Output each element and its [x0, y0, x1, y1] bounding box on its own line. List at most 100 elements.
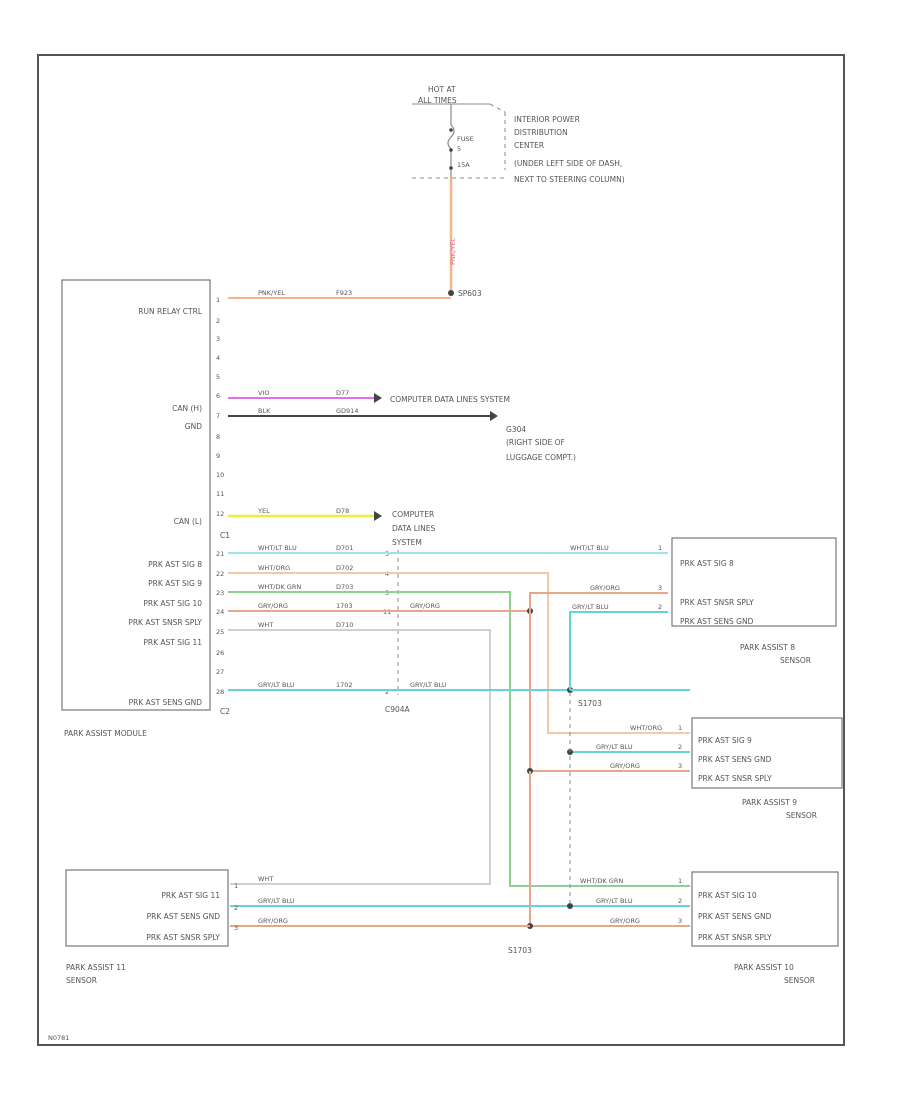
wire-circuit: D710	[336, 621, 353, 629]
all-times-label: ALL TIMES	[418, 96, 457, 105]
sensor-func-1: PRK AST SIG 8	[680, 559, 734, 568]
sensor-pin-3: 3	[234, 924, 238, 932]
wire-circuit: D77	[336, 389, 349, 397]
connector-c1: C1	[220, 531, 230, 540]
inline-connector-name: C904A	[385, 705, 411, 714]
sensor-func-1: PRK AST SIG 11	[161, 891, 220, 900]
wire-color-s8: GRY/ORG	[590, 584, 620, 592]
wire-circuit: GD914	[336, 407, 358, 415]
sensor-func-2: PRK AST SENS GND	[147, 912, 221, 921]
wire-color-s10: GRY/ORG	[610, 917, 640, 925]
park-assist-sensor-11: PRK AST SIG 11 PRK AST SENS GND PRK AST …	[65, 869, 238, 985]
ipdc-line-3: CENTER	[514, 141, 544, 150]
wire-color-right: WHT/ORG	[630, 724, 662, 732]
wire-color-mid: GRY/ORG	[410, 602, 440, 610]
wire-color: WHT/DK GRN	[258, 583, 301, 591]
module-pin-21: PRK AST SIG 8 21	[148, 550, 224, 569]
wire-color: WHT/ORG	[258, 564, 290, 572]
wire-sig8: WHT/LT BLU D701 WHT/LT BLU	[228, 544, 668, 554]
wire-supply: GRY/ORG 1703 GRY/ORG GRY/ORG GRY/ORG GRY…	[228, 584, 690, 929]
sensor-pin-1: 1	[658, 544, 662, 552]
wire-sense-gnd: GRY/LT BLU 1702 GRY/LT BLU GRY/LT BLU GR…	[228, 603, 690, 909]
pin-num-11: 11	[216, 490, 224, 498]
wire-circuit: D701	[336, 544, 353, 552]
pin-num-8: 8	[216, 433, 220, 441]
wire-ground: BLK GD914 G304 (RIGHT SIDE OF LUGGAGE CO…	[228, 407, 576, 462]
pin-func: GND	[185, 422, 202, 431]
wire-circuit: D702	[336, 564, 353, 572]
wire-color-s11: GRY/LT BLU	[258, 897, 295, 905]
wire-color: PNK/YEL	[258, 289, 285, 297]
pin-num: 6	[216, 392, 220, 400]
pin-num: 25	[216, 628, 224, 636]
module-pin-23: PRK AST SIG 10 23	[143, 589, 224, 608]
pin-num: 23	[216, 589, 224, 597]
wire-color: GRY/ORG	[258, 602, 288, 610]
wire-color-s9: GRY/LT BLU	[596, 743, 633, 751]
pin-func: RUN RELAY CTRL	[138, 307, 203, 316]
module-pin-22: PRK AST SIG 9 22	[148, 570, 224, 588]
c904a-pin-2: 2	[385, 688, 389, 696]
ground-name: G304	[506, 425, 526, 434]
pin-func: PRK AST SIG 8	[148, 560, 202, 569]
sensor-name-2: SENSOR	[780, 656, 811, 665]
wire-color: BLK	[258, 407, 271, 415]
pin-num: 24	[216, 608, 224, 616]
sensor-name-1: PARK ASSIST 8	[740, 643, 795, 652]
sensor-func-1: PRK AST SIG 10	[698, 891, 757, 900]
pin-num: 22	[216, 570, 224, 578]
park-assist-sensor-9: PRK AST SIG 9 PRK AST SENS GND PRK AST S…	[678, 717, 843, 820]
wire-can-l: YEL D78 COMPUTER DATA LINES SYSTEM	[228, 507, 435, 547]
sensor-func-1: PRK AST SIG 9	[698, 736, 752, 745]
module-name: PARK ASSIST MODULE	[64, 729, 147, 738]
sensor-name-1: PARK ASSIST 9	[742, 798, 797, 807]
wire-color-s8: GRY/LT BLU	[572, 603, 609, 611]
wire-color-mid: GRY/LT BLU	[410, 681, 447, 689]
park-assist-sensor-10: PRK AST SIG 10 PRK AST SENS GND PRK AST …	[678, 871, 839, 985]
sensor-func-3: PRK AST SENS GND	[680, 617, 754, 626]
fuse-label: FUSE	[457, 135, 474, 143]
sensor-pin-3: 3	[678, 917, 682, 925]
sensor-pin-2: 2	[234, 904, 238, 912]
splice-s1703-upper: S1703	[578, 699, 602, 708]
sensor-pin-1: 1	[234, 882, 238, 890]
sensor-func-2: PRK AST SENS GND	[698, 755, 772, 764]
park-assist-sensor-8: PRK AST SIG 8 PRK AST SNSR SPLY PRK AST …	[658, 537, 837, 665]
ipdc-line-2: DISTRIBUTION	[514, 128, 568, 137]
wire-circuit: F923	[336, 289, 352, 297]
pin-func: PRK AST SIG 10	[143, 599, 202, 608]
fuse-amps: 15A	[457, 161, 470, 169]
sensor-func-3: PRK AST SNSR SPLY	[698, 933, 772, 942]
hot-at-label: HOT AT	[428, 85, 456, 94]
wire-color-s9: GRY/ORG	[610, 762, 640, 770]
wire-run-relay: PNK/YEL F923	[228, 289, 451, 299]
can-l-dest-1: COMPUTER	[392, 510, 434, 519]
pin-func: CAN (L)	[174, 517, 202, 526]
sensor-pin-1: 1	[678, 724, 682, 732]
wire-color: WHT	[258, 621, 273, 629]
sensor-name-1: PARK ASSIST 11	[66, 963, 126, 972]
wire-color: VIO	[258, 389, 269, 397]
sensor-pin-2: 2	[678, 743, 682, 751]
splice-s1703-lower: S1703	[508, 946, 532, 955]
sensor-pin-1: 1	[678, 877, 682, 885]
wire-circuit: D703	[336, 583, 353, 591]
pin-num: 12	[216, 510, 224, 518]
sensor-func-3: PRK AST SNSR SPLY	[146, 933, 220, 942]
connector-c2: C2	[220, 707, 230, 716]
sensor-func-2: PRK AST SNSR SPLY	[680, 598, 754, 607]
module-pin-12: CAN (L) 12	[174, 510, 225, 526]
pin-num: 7	[216, 412, 220, 420]
wire-can-h: VIO D77 COMPUTER DATA LINES SYSTEM	[228, 389, 510, 404]
module-pin-7: GND 7	[185, 412, 220, 431]
wire-color-s11: GRY/ORG	[258, 917, 288, 925]
fuse-section: HOT AT ALL TIMES FUSE 5 15A INTERIOR POW…	[412, 85, 625, 298]
pin-func: PRK AST SIG 9	[148, 579, 202, 588]
sensor-pin-2: 2	[678, 897, 682, 905]
ipdc-line-4: (UNDER LEFT SIDE OF DASH,	[514, 159, 622, 168]
wire-color: YEL	[257, 507, 270, 515]
diagram-frame	[37, 54, 845, 1046]
ground-location-1: (RIGHT SIDE OF	[506, 438, 565, 447]
footer-code: N0781	[48, 1034, 69, 1042]
sensor-name-2: SENSOR	[66, 976, 97, 985]
